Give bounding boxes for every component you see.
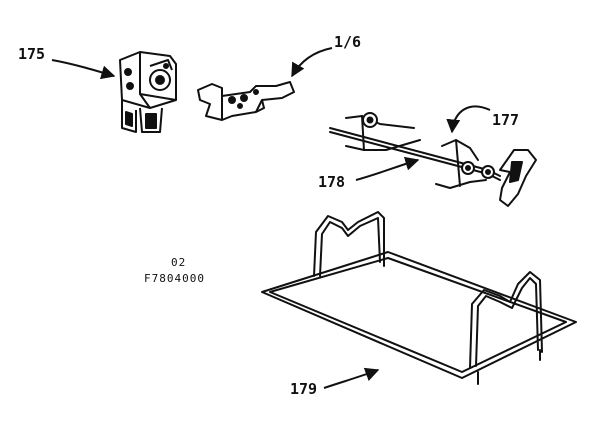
wire-rack-icon [261,211,577,385]
leader-178 [355,156,420,181]
leader-175 [51,59,116,80]
callout-176: 1/6 [334,33,362,51]
leader-179 [323,367,380,389]
diagram-code-line1: 02 [171,256,187,269]
leader-177 [446,105,491,134]
callout-179: 179 [290,380,318,398]
spit-fork-icon [345,112,487,189]
spit-rod-icon [329,127,537,207]
callout-175: 175 [18,45,46,63]
callout-178: 178 [318,173,346,191]
motor-bracket-icon [197,81,295,121]
rotisserie-motor-icon [119,51,177,133]
leader-176 [291,47,333,78]
callout-leaders [51,47,491,389]
callout-177: 177 [492,111,520,129]
diagram-code-line2: F7804000 [144,272,205,285]
